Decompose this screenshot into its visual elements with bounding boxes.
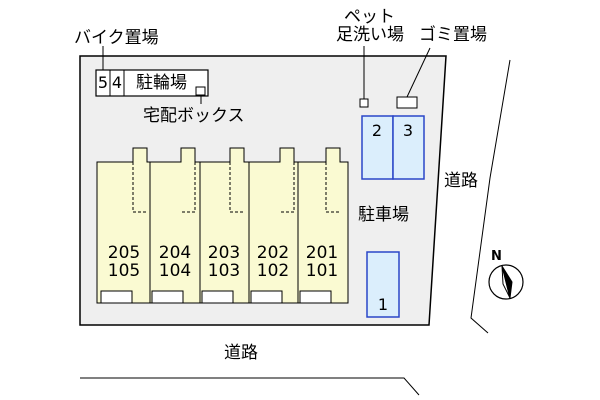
- unit-upper-number: 205: [107, 243, 141, 263]
- pet-wash-marker: [359, 98, 369, 108]
- unit-lower-number: 104: [158, 261, 192, 281]
- compass-icon: [488, 264, 524, 300]
- garbage-leader: [406, 47, 431, 98]
- parking-spaces: [361, 115, 425, 318]
- bike-parking-label: バイク置場: [74, 28, 159, 48]
- bike-slot-number: 4: [111, 73, 123, 92]
- road-bottom-label: 道路: [224, 343, 258, 363]
- garbage-label: ゴミ置場: [419, 25, 487, 45]
- unit-upper-number: 202: [256, 243, 290, 263]
- delivery-box-marker: [195, 86, 206, 96]
- unit-204-104: [149, 147, 201, 304]
- delivery-box-label: 宅配ボックス: [143, 106, 245, 126]
- road-edge-right: [470, 59, 511, 334]
- road-edge-bottom: [80, 377, 420, 396]
- compass-north-label: N: [491, 249, 502, 264]
- unit-upper-number: 203: [207, 243, 241, 263]
- parking-space-number: 3: [402, 121, 414, 140]
- pet-wash-label-line1: ペット: [344, 7, 395, 27]
- pet-wash-label-line2: 足洗い場: [336, 25, 404, 45]
- building-units: [96, 147, 349, 304]
- unit-lower-number: 102: [256, 261, 290, 281]
- unit-203-103: [199, 147, 250, 304]
- parking-space-number: 2: [371, 121, 383, 140]
- bicycle-parking-label: 駐輪場: [136, 73, 187, 93]
- parking-space-3: [392, 115, 425, 180]
- road-right-label: 道路: [444, 171, 478, 191]
- bike-slot-number: 5: [97, 73, 109, 92]
- garbage-marker: [396, 96, 418, 109]
- unit-lower-number: 103: [207, 261, 241, 281]
- parking-space-1: [366, 251, 400, 318]
- parking-label: 駐車場: [358, 205, 409, 225]
- unit-lower-number: 101: [305, 261, 339, 281]
- parking-space-number: 1: [377, 295, 389, 314]
- unit-201-101: [297, 147, 349, 304]
- bicycle-parking-area: [95, 69, 209, 97]
- unit-205-105: [96, 147, 151, 304]
- unit-lower-number: 105: [107, 261, 141, 281]
- parking-space-2: [361, 115, 394, 180]
- unit-upper-number: 204: [158, 243, 192, 263]
- unit-upper-number: 201: [305, 243, 339, 263]
- unit-202-102: [248, 147, 299, 304]
